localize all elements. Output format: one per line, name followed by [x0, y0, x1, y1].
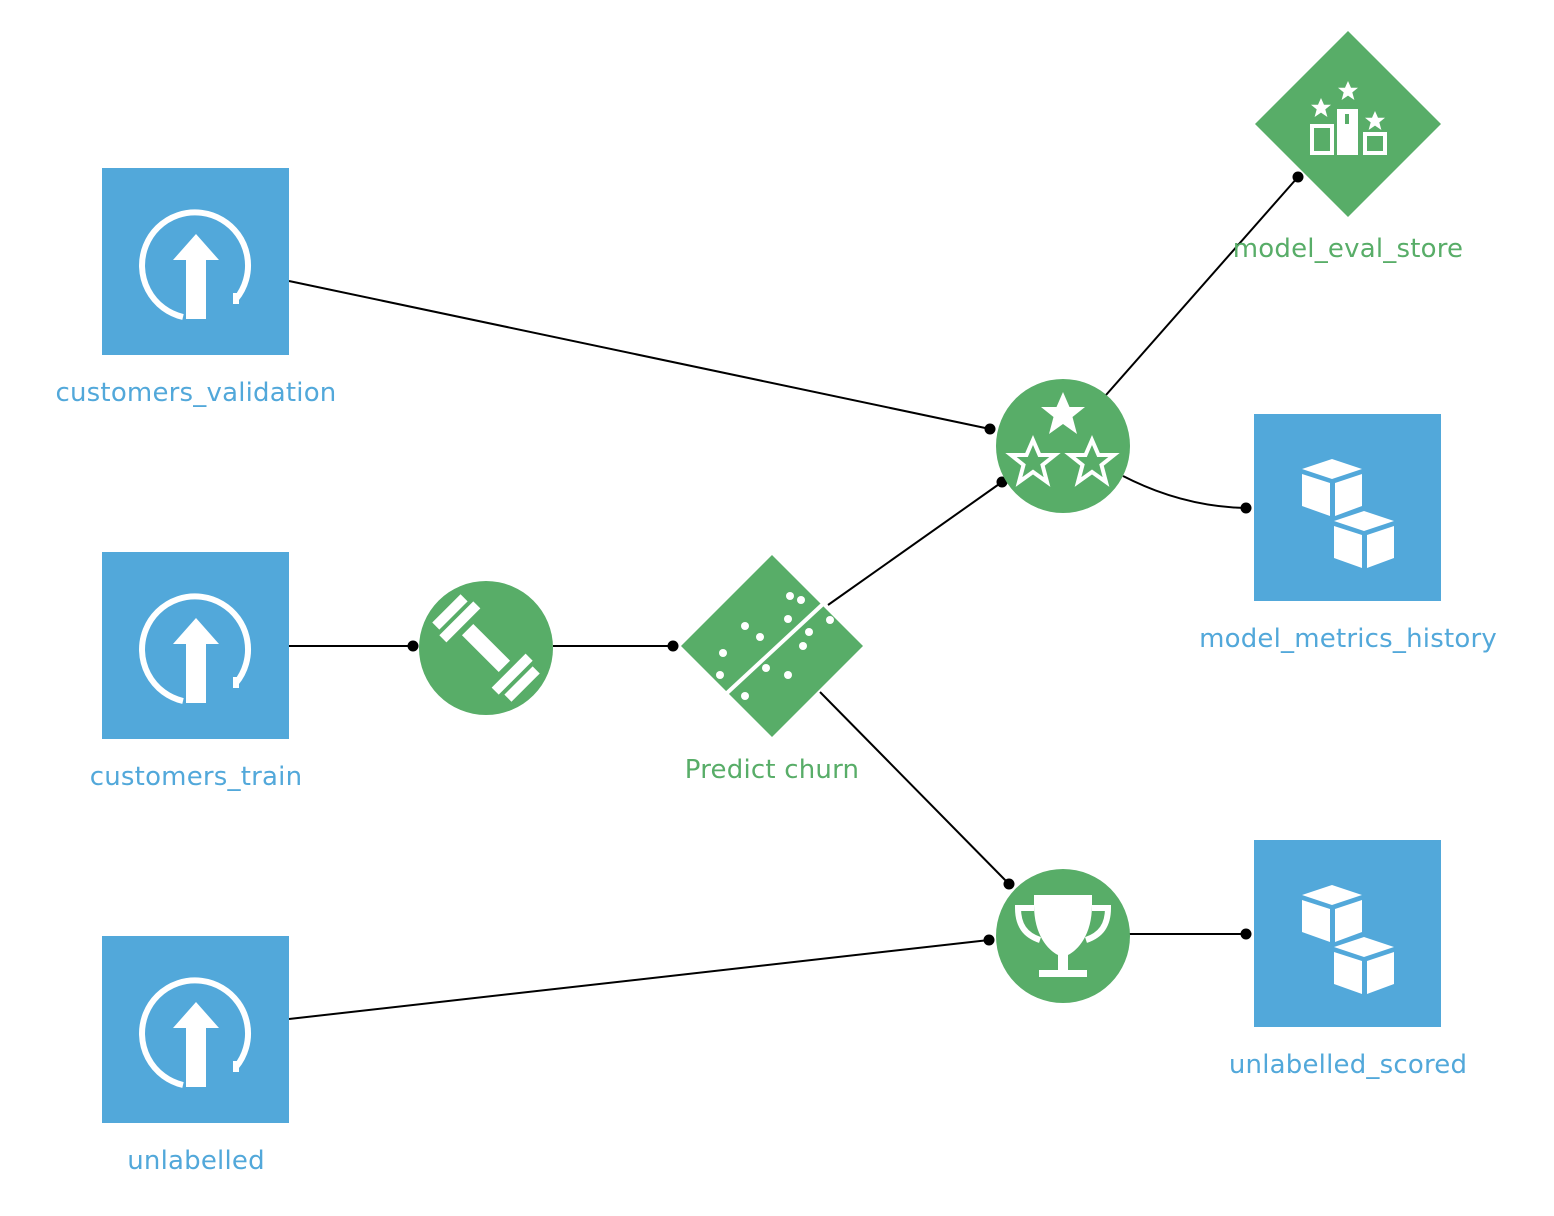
- edge-endpoint: [1240, 502, 1252, 514]
- label-customers_validation[interactable]: customers_validation: [55, 378, 337, 408]
- label-unlabelled[interactable]: unlabelled: [127, 1146, 265, 1176]
- edge-evaluate-model_eval_store: [1105, 176, 1299, 396]
- edge-endpoint: [983, 934, 995, 946]
- trophy-icon: [1014, 895, 1112, 977]
- model-dots-icon: [716, 592, 834, 700]
- edge-endpoint: [1240, 928, 1252, 940]
- node-customers_train[interactable]: [102, 552, 289, 739]
- node-model_eval_store[interactable]: [1255, 31, 1441, 217]
- node-customers_validation[interactable]: [102, 168, 289, 355]
- node-train-recipe[interactable]: [419, 581, 553, 715]
- edge-endpoint: [984, 423, 996, 435]
- edges: [288, 171, 1304, 1020]
- edge-endpoint: [407, 640, 419, 652]
- edge-customers_validation-evaluate: [288, 280, 991, 430]
- node-evaluate-recipe[interactable]: [996, 379, 1130, 513]
- edge-endpoint: [667, 640, 679, 652]
- label-customers_train[interactable]: customers_train: [89, 762, 303, 792]
- dumbbell-icon: [432, 594, 540, 702]
- podium-icon: [1310, 81, 1387, 155]
- edge-predict_churn-evaluate: [827, 481, 1003, 606]
- label-model_eval_store[interactable]: model_eval_store: [1232, 234, 1464, 264]
- edge-endpoint: [1003, 878, 1015, 890]
- edge-predict_churn-score: [819, 691, 1010, 885]
- node-score-recipe[interactable]: [996, 869, 1130, 1003]
- node-predict_churn[interactable]: [681, 555, 863, 737]
- node-unlabelled_scored[interactable]: [1254, 840, 1441, 1027]
- label-model_metrics_history[interactable]: model_metrics_history: [1199, 624, 1497, 654]
- edge-evaluate-model_metrics_history: [1122, 475, 1247, 509]
- label-predict_churn[interactable]: Predict churn: [684, 755, 860, 785]
- edge-endpoint: [1292, 171, 1304, 183]
- edge-endpoint: [996, 476, 1008, 488]
- node-unlabelled[interactable]: [102, 936, 289, 1123]
- label-unlabelled_scored[interactable]: unlabelled_scored: [1228, 1050, 1468, 1080]
- edge-unlabelled-score: [288, 939, 990, 1020]
- node-model_metrics_history[interactable]: [1254, 414, 1441, 601]
